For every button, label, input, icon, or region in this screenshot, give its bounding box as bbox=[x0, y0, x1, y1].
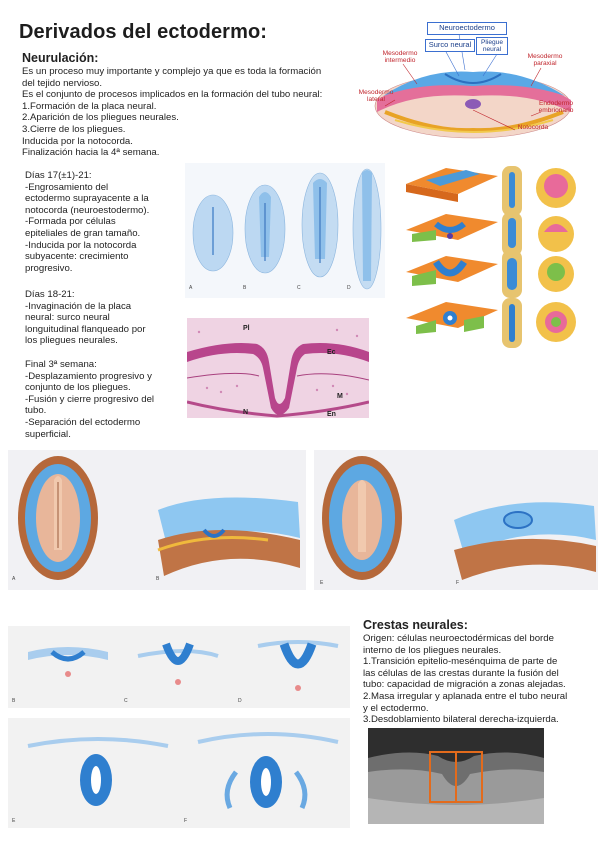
text-line: -Formada por células bbox=[25, 216, 116, 228]
section-letter-c: C bbox=[124, 698, 128, 704]
text-line: las células de las crestas durante la fu… bbox=[363, 667, 559, 679]
neural-plate-stages-illustration: A B C D bbox=[189, 168, 382, 291]
text-line: epiteliales de gran tamaño. bbox=[25, 227, 141, 239]
neural-fold-sections-illustration: B C D bbox=[12, 640, 339, 704]
text-line: notocorda (neuroestodermo). bbox=[25, 204, 150, 216]
stage-d-letter: D bbox=[347, 285, 351, 291]
section-letter-f: F bbox=[184, 818, 187, 824]
histology-label-ec: Ec bbox=[327, 349, 336, 356]
neurulacion-heading: Neurulación: bbox=[22, 51, 99, 65]
text-line: -Invaginación de la placa bbox=[25, 300, 132, 312]
crestas-text: Origen: células neuroectodérmicas del bo… bbox=[363, 633, 567, 726]
embryo-amnion-figure-right: E F bbox=[314, 450, 598, 590]
text-line: Días 17(±1)-21: bbox=[25, 170, 92, 181]
text-line: -Engrosamiento del bbox=[25, 181, 109, 193]
label-endodermo-embrionario: Endodermo embrionario bbox=[538, 100, 574, 115]
label-pliegue-neural: Pliegue neural bbox=[476, 37, 508, 55]
neural-tube-sections-figure: E F bbox=[8, 718, 350, 828]
text-line: los pliegues neurales. bbox=[25, 335, 118, 347]
stage-c-letter: C bbox=[297, 285, 301, 291]
text-line: subyacente: crecimiento bbox=[25, 251, 129, 263]
text-line: interno de los pliegues neurales. bbox=[363, 644, 502, 656]
text-line: Inducida por la notocorda. bbox=[22, 135, 133, 147]
trilaminar-disc-illustration bbox=[374, 33, 572, 139]
text-line: progresivo. bbox=[25, 262, 73, 274]
text-line: -Separación del ectodermo bbox=[25, 416, 141, 428]
neural-tube-sequence-figure bbox=[402, 144, 592, 356]
page-title: Derivados del ectodermo: bbox=[19, 21, 268, 43]
text-line: neural: surco neural bbox=[25, 312, 110, 324]
text-line: tubo: capacidad de migración a zonas ale… bbox=[363, 679, 566, 691]
text-line: Es un proceso muy importante y complejo … bbox=[22, 66, 322, 77]
label-mesodermo-lateral: Mesodermo lateral bbox=[358, 89, 394, 104]
histology-label-en: En bbox=[327, 411, 336, 418]
embryo-amnion-figure-left: A B bbox=[8, 450, 306, 590]
histology-neural-groove-photo: Pl Ec M N En bbox=[187, 318, 369, 418]
neural-plate-stages-figure: A B C D bbox=[185, 163, 385, 298]
dias17-text: Días 17(±1)-21: -Engrosamiento del ectod… bbox=[25, 170, 149, 274]
text-line: 3.Cierre de los pliegues. bbox=[22, 123, 126, 135]
embryo-letter-b: B bbox=[156, 576, 160, 582]
embryo-letter-e: E bbox=[320, 580, 324, 586]
stage-a-letter: A bbox=[189, 285, 193, 291]
embryo-letter-f: F bbox=[456, 580, 459, 586]
label-neuroectodermo: Neuroectodermo bbox=[427, 22, 507, 35]
section-letter-d: D bbox=[238, 698, 242, 704]
label-mesodermo-intermedio: Mesodermo intermedio bbox=[382, 50, 418, 65]
histology-label-n: N bbox=[243, 409, 248, 416]
text-line: Es el conjunto de procesos implicados en… bbox=[22, 89, 323, 101]
embryo-letter-a: A bbox=[12, 576, 16, 582]
text-line: Final 3ª semana: bbox=[25, 359, 97, 370]
crestas-heading: Crestas neurales: bbox=[363, 618, 468, 632]
neural-crest-micrograph bbox=[368, 728, 544, 824]
label-notocorda: Notocorda bbox=[517, 124, 549, 131]
final3-text: Final 3ª semana: -Desplazamiento progres… bbox=[25, 359, 154, 440]
stage-b-letter: B bbox=[243, 285, 247, 291]
text-line: 1.Transición epitelio-mesénquima de part… bbox=[363, 656, 558, 668]
text-line: 2.Masa irregular y aplanada entre el tub… bbox=[363, 690, 568, 702]
neural-tube-sections-illustration: E F bbox=[12, 732, 339, 824]
text-line: del tejido nervioso. bbox=[22, 77, 102, 89]
section-letter-b: B bbox=[12, 698, 16, 704]
text-line: 3.Desdoblamiento bilateral derecha-izqui… bbox=[363, 714, 559, 726]
text-line: superficial. bbox=[25, 428, 71, 440]
embryo-amnion-right-illustration: E F bbox=[320, 456, 596, 586]
neurulacion-text: Es un proceso muy importante y complejo … bbox=[22, 66, 322, 159]
text-line: 2.Aparición de los pliegues neurales. bbox=[22, 112, 179, 124]
trilaminar-disc-figure: Neuroectodermo Surco neural Pliegue neur… bbox=[355, 20, 595, 145]
text-line: Finalización hacia la 4ª semana. bbox=[22, 147, 160, 159]
embryo-amnion-left-illustration: A B bbox=[12, 456, 300, 582]
text-line: ectodermo suprayacente a la bbox=[25, 193, 149, 205]
text-line: longuitudinal flanqueado por bbox=[25, 323, 146, 335]
section-letter-e: E bbox=[12, 818, 16, 824]
text-line: -Fusión y cierre progresivo del bbox=[25, 393, 155, 405]
histology-label-m: M bbox=[337, 393, 343, 400]
text-line: -Desplazamiento progresivo y bbox=[25, 370, 152, 382]
histology-illustration: Pl Ec M N En bbox=[187, 318, 369, 418]
label-surco-neural: Surco neural bbox=[425, 39, 475, 52]
label-mesodermo-paraxial: Mesodermo paraxial bbox=[527, 53, 563, 68]
text-line: -Inducida por la notocorda bbox=[25, 239, 137, 251]
dias18-text: Días 18-21: -Invaginación de la placa ne… bbox=[25, 289, 146, 347]
text-line: y el ectodermo. bbox=[363, 702, 429, 714]
neural-tube-sequence-illustration bbox=[406, 166, 576, 348]
micrograph-illustration bbox=[368, 728, 544, 824]
text-line: conjunto de los pliegues. bbox=[25, 382, 131, 394]
text-line: 1.Formación de la placa neural. bbox=[22, 100, 157, 112]
text-line: tubo. bbox=[25, 405, 47, 417]
text-line: Origen: células neuroectodérmicas del bo… bbox=[363, 633, 554, 644]
neural-fold-sections-figure: B C D bbox=[8, 626, 350, 708]
histology-label-pl: Pl bbox=[243, 325, 250, 332]
text-line: Días 18-21: bbox=[25, 289, 75, 300]
